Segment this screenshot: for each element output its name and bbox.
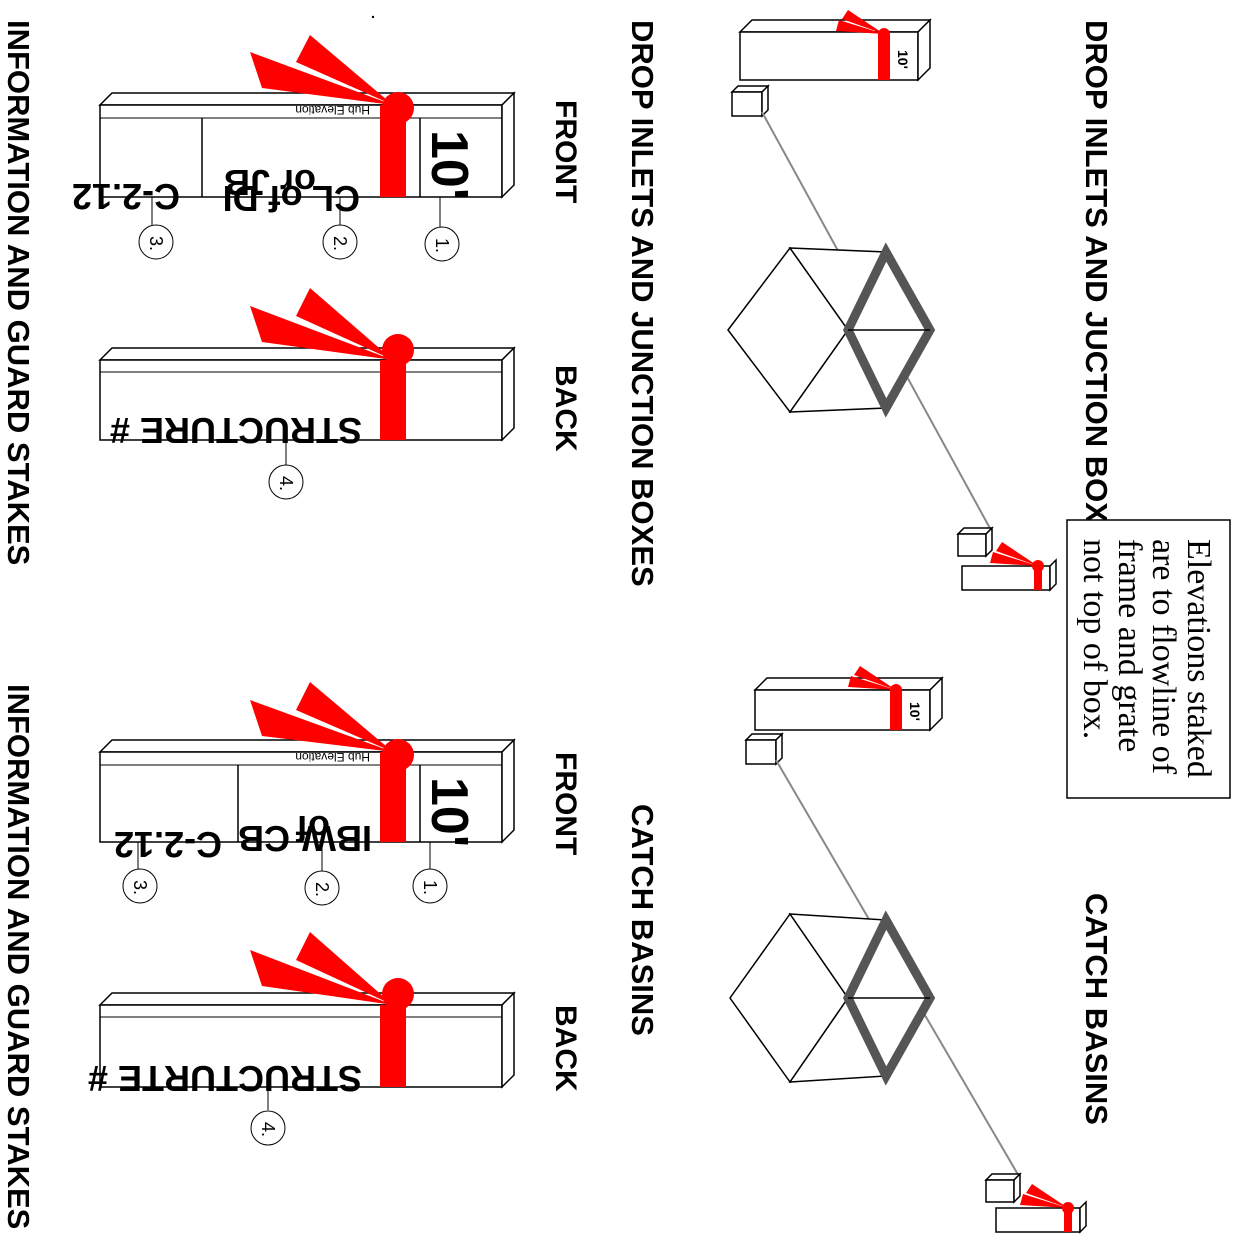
guard-stakes-left-title: INFORMATION AND GUARD STAKES <box>1 20 36 565</box>
cb-back-text: STRUCTURTE # <box>88 1058 362 1099</box>
cb-location-line2: of <box>295 808 330 849</box>
top-left-title: DROP INLETS AND JUCTION BOXES <box>1079 20 1114 564</box>
far-stake-left <box>961 542 1057 592</box>
di-callout-1: 1. <box>432 238 452 253</box>
cb-callout-1: 1. <box>420 880 440 895</box>
di-callout-4-group: 4. <box>268 440 304 500</box>
far-stake-right <box>995 1184 1087 1234</box>
cb-front-stake: Hub Elevation 10' IBW of CB C-2.12 <box>98 682 516 865</box>
note-line-3: frame and grate <box>1111 539 1148 752</box>
top-right-title: CATCH BASINS <box>1079 893 1114 1125</box>
di-callout-2: 2. <box>330 236 350 251</box>
bottom-right-title: CATCH BASINS <box>625 804 660 1036</box>
note-line-2: are to flowline of <box>1145 539 1182 775</box>
elevation-note-box: Elevations staked are to flowline of fra… <box>1066 519 1231 799</box>
cb-cut-value: 10' <box>420 777 478 847</box>
cb-back-stake: STRUCTURTE # <box>88 932 516 1099</box>
cb-callouts: 1. 2. 3. <box>122 842 448 906</box>
di-location-line2: or JB <box>224 162 316 203</box>
catch-basin-box <box>729 910 936 1086</box>
cb-callout-4-group: 4. <box>250 1087 286 1146</box>
cb-back-label: BACK <box>549 1005 582 1092</box>
cb-callout-3: 3. <box>130 880 150 895</box>
di-back-stake: STRUCTURE # <box>98 288 516 451</box>
di-front-label: FRONT <box>549 100 582 203</box>
cb-station: C-2.12 <box>114 824 222 865</box>
di-callout-3: 3. <box>146 236 166 251</box>
di-station: C-2.12 <box>72 176 180 217</box>
far-hub-right <box>984 1172 1022 1204</box>
drop-inlet-diagram: 10' <box>727 10 1057 592</box>
far-hub-left <box>956 526 994 558</box>
guard-stakes-right-title: INFORMATION AND GUARD STAKES <box>1 684 36 1229</box>
bottom-left-title: DROP INLETS AND JUNCTION BOXES <box>625 20 660 587</box>
cb-front-label: FRONT <box>549 752 582 855</box>
stake-right: 10' <box>753 666 944 732</box>
di-hub-label: Hub Elevation <box>295 103 370 117</box>
catch-basin-diagram: 10' <box>729 666 1087 1234</box>
di-callout-4: 4. <box>276 476 296 491</box>
stake-tag-left: 10' <box>895 50 911 69</box>
note-line-4: not top of box. <box>1076 539 1113 739</box>
di-cut-value: 10' <box>420 130 478 200</box>
hub-left <box>730 84 770 118</box>
cb-callout-4: 4. <box>258 1122 278 1137</box>
stake-left: 10' <box>738 10 932 82</box>
cb-hub-label: Hub Elevation <box>295 750 370 764</box>
drop-inlet-box <box>727 242 936 418</box>
cb-location-line3: CB <box>238 818 290 859</box>
cb-location-line1: IBW <box>302 818 372 859</box>
hub-right <box>744 732 784 766</box>
di-callouts: 1. 2. 3. <box>138 197 460 262</box>
di-back-text: STRUCTURE # <box>110 410 362 451</box>
note-line-1: Elevations staked <box>1180 539 1217 778</box>
stake-tag-right: 10' <box>907 702 923 721</box>
di-back-label: BACK <box>549 365 582 452</box>
speck-mark <box>371 15 375 19</box>
cb-callout-2: 2. <box>312 882 332 897</box>
di-location-line1: CL of DI <box>223 178 360 219</box>
di-front-stake: Hub Elevation 10' CL of DI or JB C-2.12 <box>72 35 516 219</box>
